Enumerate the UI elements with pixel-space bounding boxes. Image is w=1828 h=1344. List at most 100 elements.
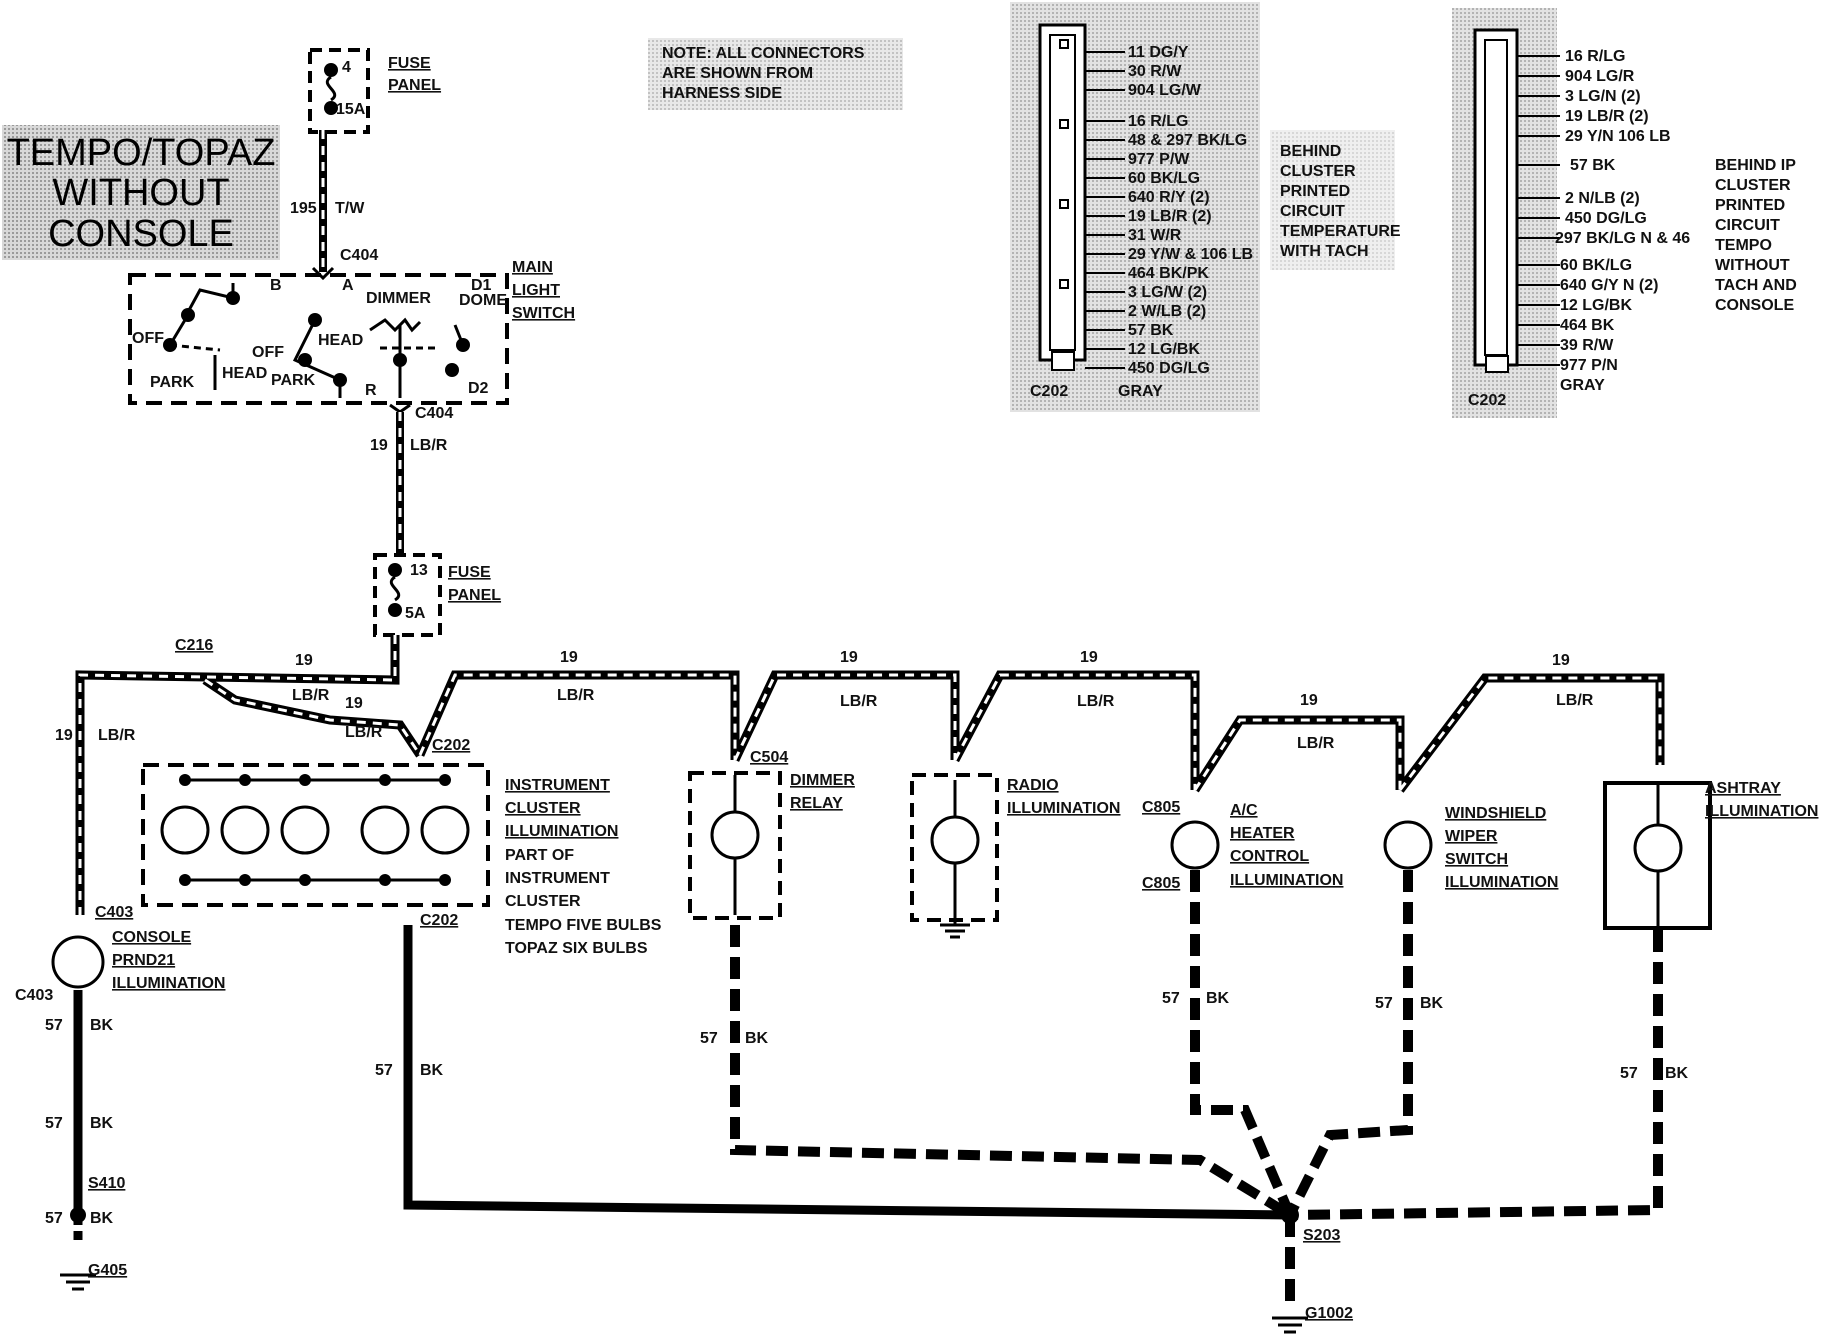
console-prnd21-illumination: C403 C403 CONSOLE PRND21 ILLUMINATION [15,904,225,1004]
c202n-pin-6: 57 BK [1570,157,1616,174]
c403-top-label: C403 [95,904,133,921]
wire57-a-color: BK [90,1017,114,1034]
wire57-d-color: BK [420,1062,444,1079]
wire-195-color: T/W [335,200,365,217]
wire19-f-color: LB/R [1077,693,1115,710]
wire19-b-number: 19 [345,695,363,712]
wire19-h-color: LB/R [1556,692,1594,709]
cluster-label-3: ILLUMINATION [505,823,618,840]
main-light-switch-label-2: LIGHT [512,282,560,299]
c202n-desc-5: TEMPO [1715,237,1772,254]
wire19-e-color: LB/R [840,693,878,710]
fuse-13-amps: 5A [405,605,426,622]
g1002-label: G1002 [1305,1305,1353,1322]
wire57-e-color: BK [745,1030,769,1047]
cluster-label-2: CLUSTER [505,800,581,817]
c202n-pin-13: 464 BK [1560,317,1615,334]
c202n-desc-6: WITHOUT [1715,257,1790,274]
cluster-label-6: CLUSTER [505,893,581,910]
c202-connector-with-tach: 11 DG/Y 30 R/W 904 LG/W 16 R/LG 48 & 297… [1010,2,1401,412]
wire57-f-color: BK [1206,990,1230,1007]
note-line-1: NOTE: ALL CONNECTORS [662,45,865,62]
c202t-pin-5: 48 & 297 BK/LG [1128,132,1247,149]
c202t-desc-3: PRINTED [1280,183,1350,200]
c202t-pin-4: 16 R/LG [1128,113,1188,130]
c216-label: C216 [175,637,213,654]
wire57-b-color: BK [90,1115,114,1132]
wire57-g-color: BK [1420,995,1444,1012]
c202t-name: C202 [1030,383,1068,400]
c202-connector-without-tach: 16 R/LG 904 LG/R 3 LG/N (2) 19 LB/R (2) … [1452,8,1797,418]
fuse-4-label-1: FUSE [388,55,431,72]
wire57-b-number: 57 [45,1115,63,1132]
c202t-desc-1: BEHIND [1280,143,1341,160]
fuse-13: 13 5A FUSE PANEL [373,553,501,637]
ashtray-label-1: ASHTRAY [1705,780,1781,797]
switch-term-a: A [342,277,354,294]
wire57-a-number: 57 [45,1017,63,1034]
c202n-pin-10: 60 BK/LG [1560,257,1632,274]
c202n-pin-4: 19 LB/R (2) [1565,108,1649,125]
main-light-switch-label-3: SWITCH [512,305,575,322]
c202n-pin-15: 977 P/N [1560,357,1618,374]
switch-term-d1: D1 [471,277,492,294]
wire19-f-number: 19 [1080,649,1098,666]
c202t-pin-2: 30 R/W [1128,63,1182,80]
c202t-pin-13: 3 LG/W (2) [1128,284,1207,301]
cluster-label-7: TEMPO FIVE BULBS [505,917,662,934]
cluster-label-4: PART OF [505,847,574,864]
main-light-switch-label-1: MAIN [512,259,553,276]
fuse-4-number: 4 [342,59,351,76]
wire57-h-number: 57 [1620,1065,1638,1082]
switch-term-dome: DOME [459,292,507,309]
lb-r-wiring [75,635,1665,915]
wire19-g-number: 19 [1300,692,1318,709]
c202t-pin-12: 464 BK/PK [1128,265,1209,282]
wiper-label-4: ILLUMINATION [1445,874,1558,891]
c202n-pin-3: 3 LG/N (2) [1565,88,1641,105]
c202t-pin-10: 31 W/R [1128,227,1182,244]
c202t-desc-2: CLUSTER [1280,163,1356,180]
c202t-pin-3: 904 LG/W [1128,82,1202,99]
radio-illumination: RADIO ILLUMINATION [910,773,1120,939]
c202n-pin-1: 16 R/LG [1565,48,1625,65]
c202t-pin-16: 12 LG/BK [1128,341,1200,358]
c202t-pin-15: 57 BK [1128,322,1174,339]
c202-cluster-bottom-label: C202 [420,912,458,929]
wire57-e-number: 57 [700,1030,718,1047]
c202t-gray: GRAY [1118,383,1163,400]
c202t-pin-7: 60 BK/LG [1128,170,1200,187]
wire19-c-number: 19 [55,727,73,744]
wire57-f-number: 57 [1162,990,1180,1007]
c202t-pin-8: 640 R/Y (2) [1128,189,1210,206]
wire-195-number: 195 [290,200,317,217]
c202t-desc-5: TEMPERATURE [1280,223,1401,240]
fuse-13-label-1: FUSE [448,564,491,581]
c202t-desc-4: CIRCUIT [1280,203,1345,220]
c202t-pin-6: 977 P/W [1128,151,1190,168]
fuse-13-number: 13 [410,562,428,579]
fuse-4: 4 15A FUSE PANEL [308,48,441,134]
ac-label-1: A/C [1230,802,1258,819]
c202n-pin-8: 450 DG/LG [1565,210,1647,227]
wiper-label-2: WIPER [1445,828,1498,845]
c202t-pin-11: 29 Y/W & 106 LB [1128,246,1253,263]
wire19-b-color: LB/R [345,724,383,741]
c202n-pin-7: 2 N/LB (2) [1565,190,1640,207]
c202n-pin-2: 904 LG/R [1565,68,1635,85]
c202n-pin-5: 29 Y/N 106 LB [1565,128,1671,145]
c202n-name: C202 [1468,392,1506,409]
switch-term-off-2: OFF [252,344,284,361]
radio-label-2: ILLUMINATION [1007,800,1120,817]
ac-label-4: ILLUMINATION [1230,872,1343,889]
ashtray-label-2: ILLUMINATION [1705,803,1818,820]
dimmer-relay: C504 DIMMER RELAY [688,749,855,920]
ac-heater-control-illumination: C805 C805 A/C HEATER CONTROL ILLUMINATIO… [1142,799,1343,892]
c202t-pin-9: 19 LB/R (2) [1128,208,1212,225]
radio-label-1: RADIO [1007,777,1059,794]
wire19-c-color: LB/R [98,727,136,744]
wire19-e-number: 19 [840,649,858,666]
wire57-c-number: 57 [45,1210,63,1227]
dimmer-relay-label-1: DIMMER [790,772,855,789]
